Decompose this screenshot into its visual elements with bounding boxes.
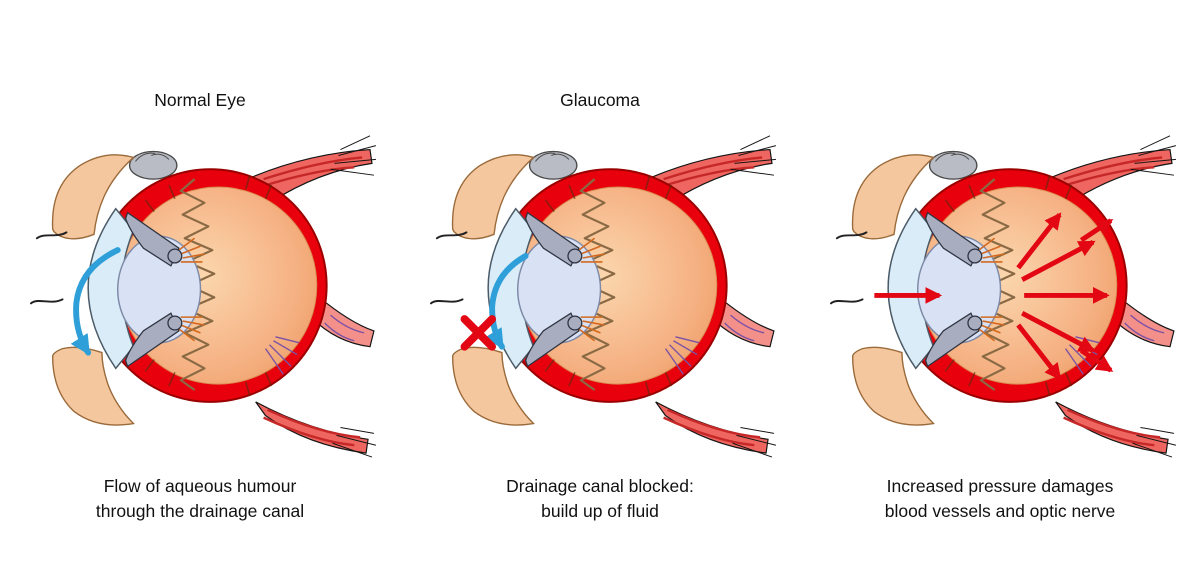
panel-caption: Flow of aqueous humour through the drain… bbox=[96, 474, 304, 524]
panel-title: Glaucoma bbox=[560, 90, 640, 110]
caption-line: Drainage canal blocked: bbox=[506, 476, 694, 496]
panel-glaucoma: Glaucoma Drainage canal blocked: build u… bbox=[400, 0, 800, 576]
caption-line: blood vessels and optic nerve bbox=[884, 501, 1116, 521]
panel-title: Normal Eye bbox=[154, 90, 246, 110]
pressure-eye-diagram bbox=[829, 134, 1177, 459]
panel-pressure-damage: Increased pressure damages blood vessels… bbox=[800, 0, 1200, 576]
panel-caption: Drainage canal blocked: build up of flui… bbox=[506, 474, 694, 524]
caption-line: build up of fluid bbox=[541, 501, 659, 521]
caption-line: Flow of aqueous humour bbox=[103, 476, 297, 496]
caption-line: through the drainage canal bbox=[95, 501, 305, 521]
normal-eye-diagram bbox=[29, 134, 377, 459]
caption-line: Increased pressure damages bbox=[886, 476, 1114, 496]
glaucoma-eye-diagram bbox=[429, 134, 777, 459]
panel-caption: Increased pressure damages blood vessels… bbox=[885, 474, 1116, 524]
panel-normal-eye: Normal Eye Flow of aqueous humour throug… bbox=[0, 0, 400, 576]
